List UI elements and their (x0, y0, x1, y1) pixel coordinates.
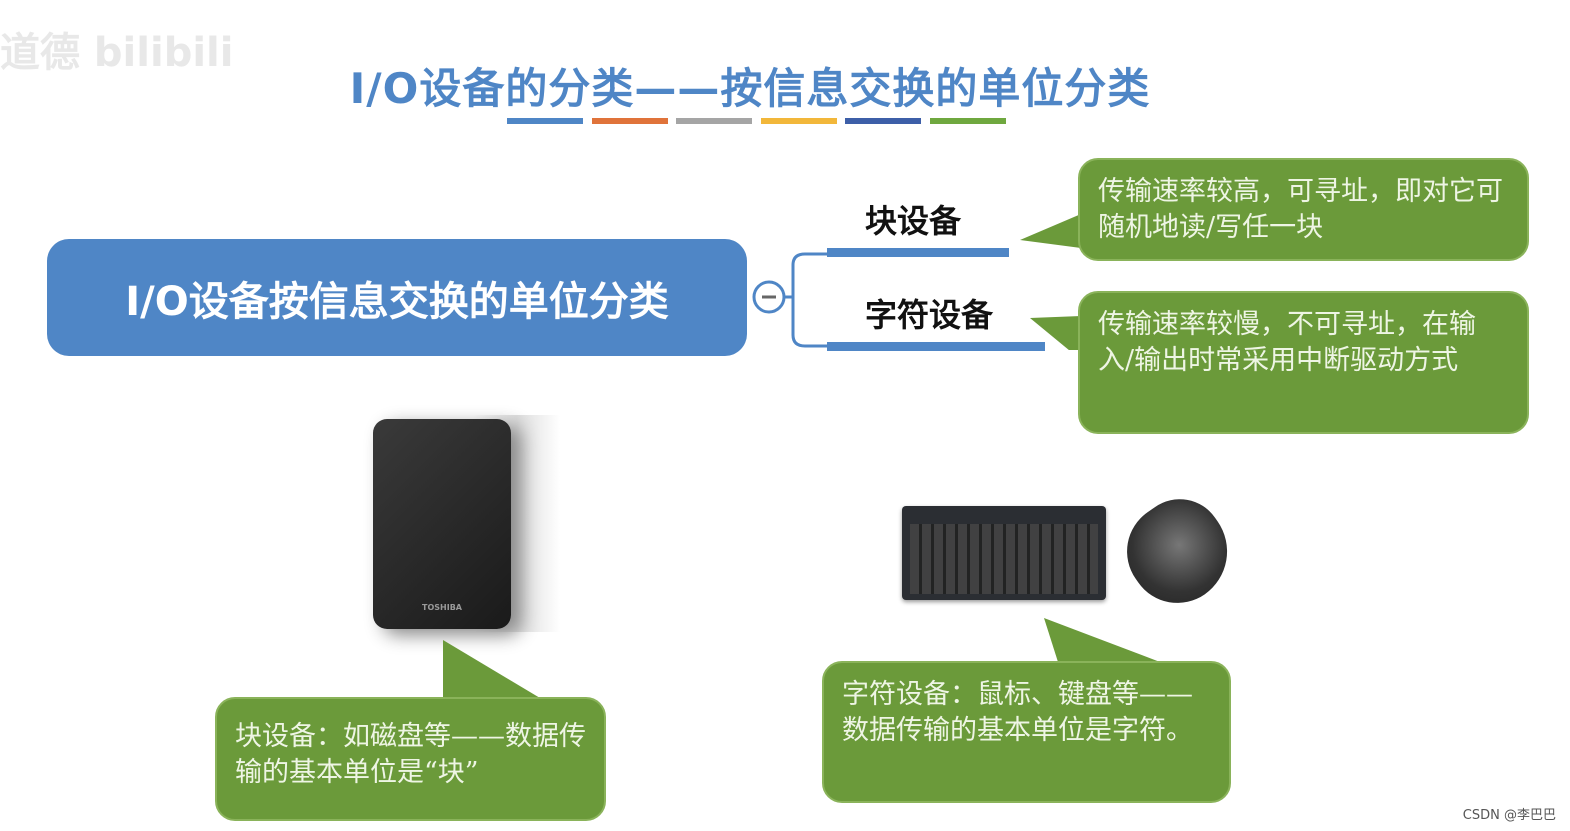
page-title: I/O设备的分类——按信息交换的单位分类 (349, 64, 1151, 113)
title-bar-5 (929, 118, 1006, 124)
footer-credit: CSDN @李巴巴 (1462, 808, 1556, 823)
keyboard-keys (910, 524, 1098, 594)
callout-tail-block (443, 640, 540, 698)
note-char-device: 传输速率较慢，不可寻址，在输入/输出时常采用中断驱动方式 (1078, 291, 1529, 434)
harddrive-body (373, 419, 511, 629)
title-bar-4 (845, 118, 921, 124)
harddrive-brand: TOSHIBA (422, 603, 462, 612)
note-block-device: 传输速率较高，可寻址，即对它可随机地读/写任一块 (1078, 158, 1529, 261)
mouse-image (1108, 482, 1248, 622)
title-bar-2 (676, 118, 752, 124)
callout-block-device: 块设备：如磁盘等——数据传输的基本单位是“块” (215, 697, 606, 821)
branch-block-device[interactable]: 块设备 (865, 202, 962, 240)
mindmap-connectors (752, 248, 1045, 351)
branch-char-device[interactable]: 字符设备 (865, 296, 994, 334)
title-bar-3 (760, 118, 837, 124)
keyboard-image (902, 506, 1106, 600)
title-bar-1 (591, 118, 668, 124)
bubble-tails (1020, 214, 1081, 350)
harddrive-image: TOSHIBA (345, 415, 560, 632)
callout-tail-char (1044, 618, 1160, 662)
title-bar-0 (507, 118, 583, 124)
callout-char-device: 字符设备：鼠标、键盘等——数据传输的基本单位是字符。 (822, 661, 1231, 803)
watermark: 道德 bilibili (0, 30, 234, 76)
main-node[interactable]: I/O设备按信息交换的单位分类 (47, 239, 747, 356)
